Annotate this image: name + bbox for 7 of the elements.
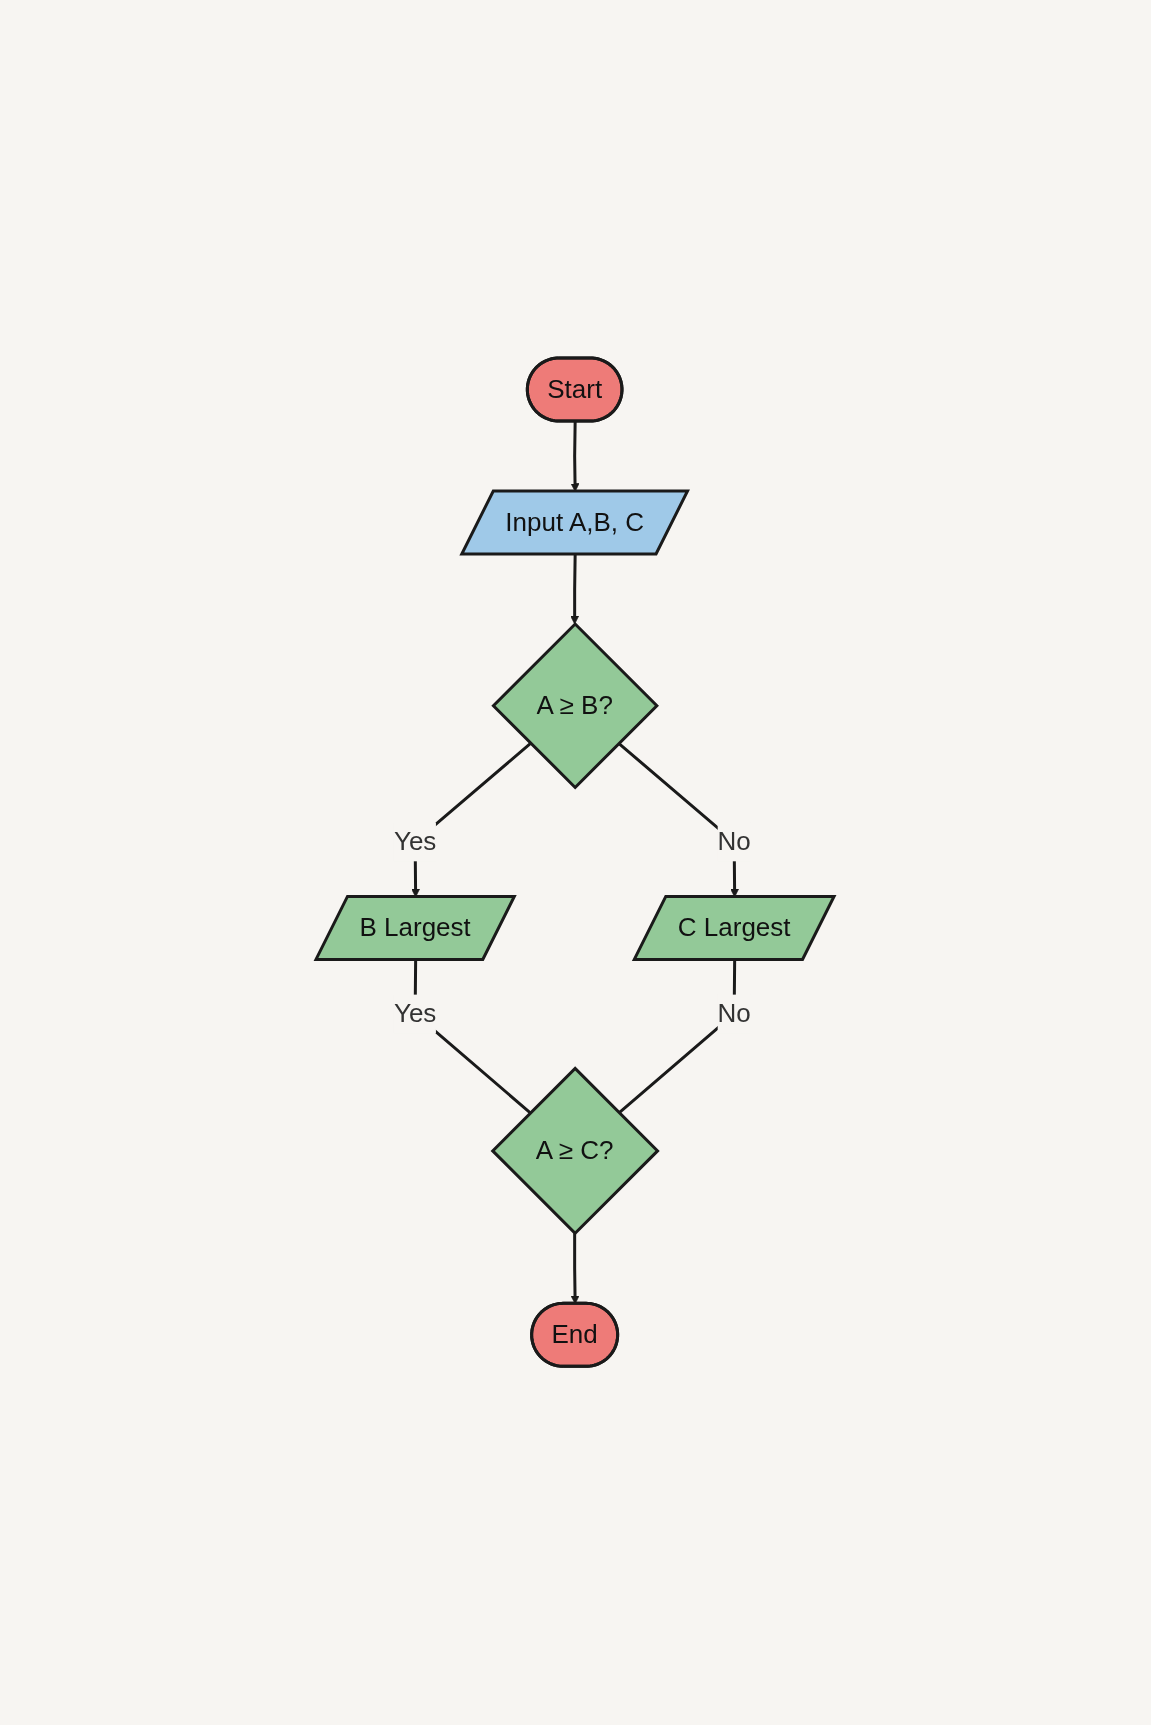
arrow [570, 554, 580, 625]
node-diamond: A ≥ C? [491, 1066, 661, 1236]
edge-label: Yes [394, 826, 437, 857]
edge-label: No [718, 998, 752, 1029]
edge-label: No [718, 826, 752, 857]
edge-label: Yes [394, 998, 437, 1029]
node-diamond: A ≥ B? [491, 622, 660, 790]
